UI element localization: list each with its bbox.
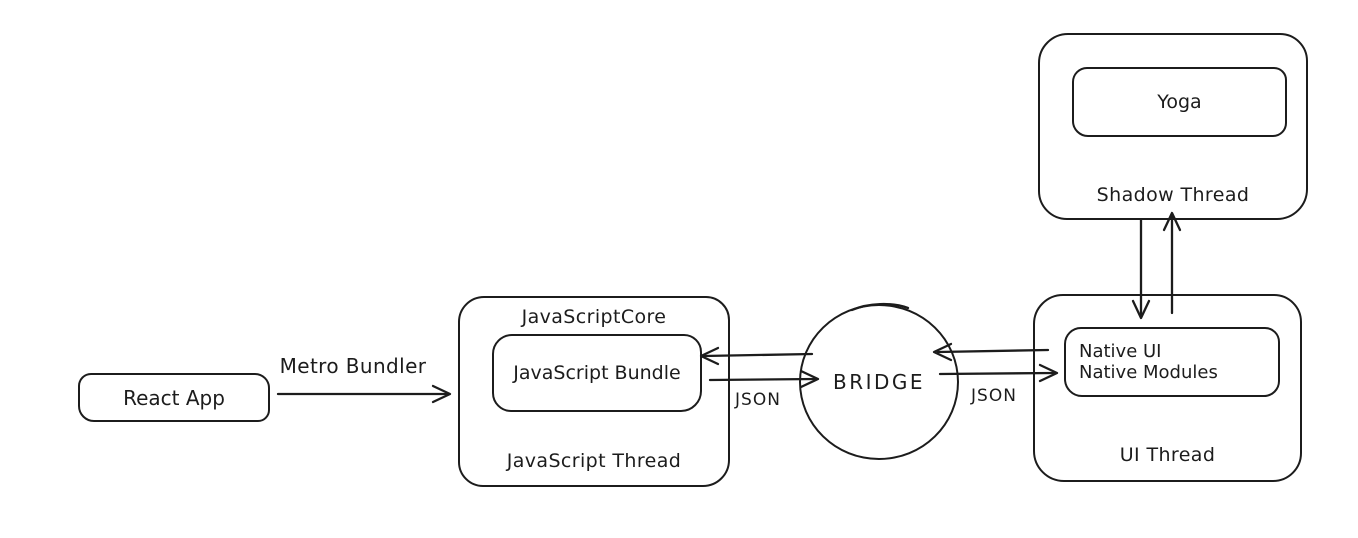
shadow-thread-node: Yoga Shadow Thread <box>1038 33 1308 220</box>
bridge-node: BRIDGE <box>799 304 959 460</box>
javascript-bundle-label: JavaScript Bundle <box>513 362 681 384</box>
native-modules-node: Native UI Native Modules <box>1064 327 1280 397</box>
javascriptcore-title: JavaScriptCore <box>521 306 667 328</box>
metro-bundler-label: Metro Bundler <box>279 354 427 378</box>
shadow-thread-label: Shadow Thread <box>1096 184 1250 206</box>
react-app-node: React App <box>78 373 270 422</box>
metro-bundler-arrowhead <box>431 384 452 404</box>
bridge-label: BRIDGE <box>832 370 926 394</box>
native-modules-label: Native Modules <box>1079 362 1218 383</box>
javascript-thread-label: JavaScript Thread <box>506 450 682 472</box>
json-label-right: JSON <box>971 386 1017 406</box>
native-ui-label: Native UI <box>1079 341 1162 362</box>
json-label-left: JSON <box>735 390 781 410</box>
javascript-bundle-node: JavaScript Bundle <box>492 334 702 412</box>
yoga-node: Yoga <box>1072 67 1287 137</box>
native-to-bridge-arrow <box>936 348 1050 354</box>
ui-thread-node: Native UI Native Modules UI Thread <box>1033 294 1302 482</box>
javascriptcore-node: JavaScriptCore JavaScript Bundle JavaScr… <box>458 296 730 487</box>
yoga-label: Yoga <box>1157 91 1202 113</box>
react-app-label: React App <box>123 385 225 410</box>
ui-thread-label: UI Thread <box>1119 444 1216 466</box>
